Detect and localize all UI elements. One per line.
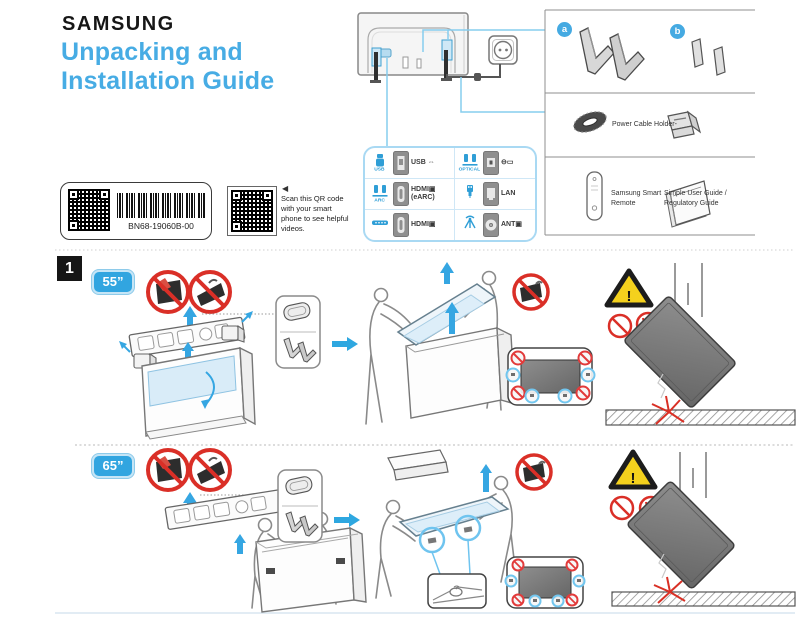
- hdmi-port-icon: [393, 213, 409, 237]
- no-cut-box-icon: [146, 448, 190, 492]
- packaging-tray: [141, 346, 256, 440]
- falling-tv: [611, 452, 796, 607]
- port-label: LAN: [501, 189, 516, 197]
- right-arrow: [334, 513, 360, 527]
- page-title-line1: Unpacking and: [61, 38, 243, 66]
- lan-cable-icon: [466, 184, 473, 198]
- power-cable-illustration: [573, 111, 607, 133]
- up-arrow: [234, 534, 246, 554]
- helpful-videos-qr-icon: [231, 190, 273, 232]
- right-arrow: [332, 337, 358, 351]
- accessory-inset-box: [277, 469, 323, 543]
- barcode-number: BN68-19060B-00: [128, 221, 194, 231]
- people-lifting-tv: [375, 475, 518, 599]
- box-lid: [387, 449, 449, 481]
- no-lift-foam-icon: [188, 448, 232, 492]
- port-row-lan: LAN: [455, 179, 535, 209]
- up-arrow: [183, 492, 197, 514]
- qr-code-icon: [68, 189, 110, 231]
- tv-box: [255, 526, 367, 613]
- arc-speakers-icon: [372, 184, 387, 197]
- step1-55-illustration: !: [119, 262, 796, 440]
- section-dividers: [55, 249, 795, 614]
- grip-points-panel: [504, 556, 586, 609]
- guide-booklet-illustration: [665, 180, 711, 228]
- port-label: HDMI▣ (eARC): [411, 185, 436, 201]
- usb-port-icon: [393, 151, 409, 175]
- callout-lines: [386, 29, 545, 146]
- cable-holder-illustration: [667, 110, 702, 139]
- antenna-port-icon: [483, 213, 499, 237]
- speakers-icon: [462, 153, 477, 166]
- tv-rear-diagram: [357, 12, 469, 83]
- tv-panel-and-box: [396, 262, 516, 419]
- remote-illustration: [586, 171, 603, 221]
- soundbar-icon: [371, 220, 388, 225]
- hdmi-port-icon: [393, 182, 409, 206]
- power-cord: [446, 64, 501, 81]
- item-a-badge: a: [557, 22, 572, 37]
- warning-triangle-icon: !: [604, 268, 654, 308]
- up-arrow: [183, 306, 197, 326]
- lan-port-icon: [483, 182, 499, 206]
- port-label: USB ⇔: [411, 158, 435, 166]
- qr-pointer-icon: ◀: [282, 184, 289, 193]
- optical-port-icon: [483, 151, 499, 175]
- size-badge-65: 65”: [92, 454, 134, 478]
- port-sub-label: ARC: [374, 197, 385, 203]
- hand-grip-inset: [427, 573, 487, 609]
- remote-label-line2: Remote: [611, 200, 636, 208]
- port-row-optical: OPTICAL ⊖▭: [455, 148, 535, 178]
- tv-panel: [398, 496, 510, 544]
- port-row-usb: USB USB ⇔: [365, 148, 454, 178]
- barcode: [117, 193, 205, 218]
- power-outlet-icon: [488, 35, 518, 65]
- warning-exclamation: !: [631, 470, 636, 487]
- antenna-icon: [463, 215, 476, 229]
- step1-65-illustration: !: [146, 448, 796, 613]
- port-sub-label: OPTICAL: [458, 166, 481, 172]
- blade-covers-illustration: [691, 38, 726, 76]
- port-label: ⊖▭: [501, 158, 514, 166]
- up-arrow: [480, 464, 492, 492]
- grip-highlight-circles: [418, 514, 482, 575]
- usb-device-icon: [375, 153, 384, 166]
- remote-label-line1: Samsung Smart: [611, 190, 662, 197]
- guide-label-line1: Simple User Guide /: [664, 190, 727, 197]
- step-number: 1: [57, 256, 82, 281]
- item-b-badge: b: [670, 24, 685, 39]
- power-cable-holder-label: Power Cable Holder-: [612, 121, 677, 128]
- remote-label: Samsung Smart Remote: [611, 189, 661, 209]
- warning-triangle-icon: !: [608, 449, 658, 490]
- prohibition-icon: [607, 313, 633, 339]
- no-press-screen-icon: [515, 453, 553, 491]
- falling-tv: [605, 263, 796, 426]
- accessory-dividers: [544, 9, 755, 236]
- port-label: HDMI▣: [411, 220, 436, 228]
- port-sub-label: USB: [374, 166, 385, 172]
- grip-points-panel: [505, 347, 596, 406]
- guide-label: Simple User Guide / Regulatory Guide: [664, 189, 727, 209]
- port-panel: USB USB ⇔ OPTICAL ⊖▭ ARC HDMI▣ (eARC) LA…: [363, 146, 537, 242]
- no-press-screen-icon: [512, 273, 550, 311]
- guide-label-line2: Regulatory Guide: [664, 200, 719, 208]
- foam-top-piece: [128, 316, 246, 358]
- samsung-logo: SAMSUNG: [62, 13, 175, 35]
- stand-legs-illustration: [579, 27, 645, 81]
- page-title-line2: Installation Guide: [61, 67, 275, 95]
- port-row-hdmi-earc: ARC HDMI▣ (eARC): [365, 179, 454, 209]
- page-title: Unpacking and Installation Guide: [61, 38, 274, 96]
- up-arrow: [182, 342, 194, 358]
- prohibition-icon: [609, 495, 635, 521]
- port-label: ANT▣: [501, 220, 522, 228]
- accessory-inset-box: [275, 295, 321, 369]
- port-row-hdmi: HDMI▣: [365, 210, 454, 240]
- qr-caption: Scan this QR code with your smart phone …: [281, 194, 349, 234]
- warning-exclamation: !: [627, 288, 632, 305]
- no-cut-box-icon: [146, 270, 190, 314]
- port-row-antenna: ANT▣: [455, 210, 535, 240]
- no-lift-foam-icon: [188, 270, 232, 314]
- size-badge-55: 55”: [92, 270, 134, 294]
